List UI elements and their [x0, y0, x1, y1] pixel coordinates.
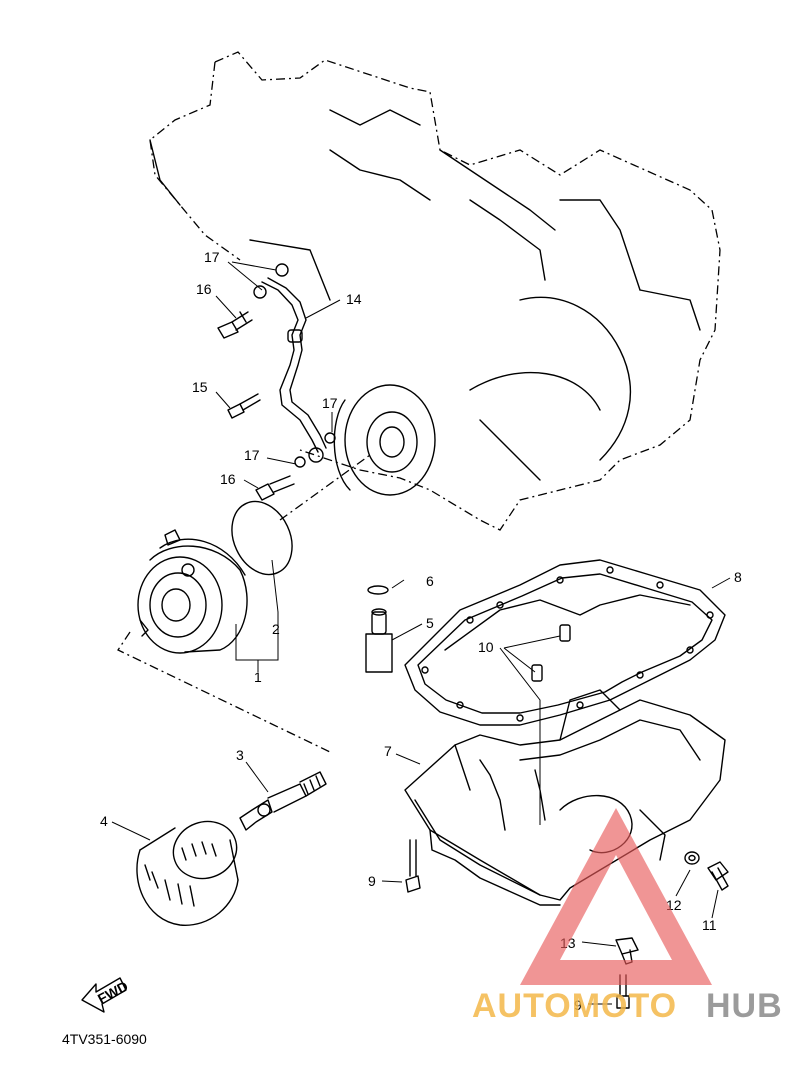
washer-12 [684, 851, 700, 865]
watermark-triangle-icon [520, 808, 712, 985]
oil-pipe-5 [365, 608, 393, 673]
oil-pan-gasket [404, 559, 726, 726]
callout-17-upper: 17 [204, 249, 220, 265]
callout-numbers: 1 2 3 4 5 6 7 8 9 9 10 11 12 13 14 15 16… [100, 249, 742, 1013]
callout-17-mid: 17 [322, 395, 338, 411]
watermark-logo: AUTOMOTO HUB [472, 808, 783, 1025]
callout-16-lower: 16 [220, 471, 236, 487]
o-ring [231, 500, 293, 576]
oil-cooler [137, 529, 248, 654]
stud-bolt [239, 771, 327, 831]
watermark-text-secondary: HUB [706, 987, 783, 1025]
callout-1: 1 [254, 669, 262, 685]
callout-11: 11 [702, 917, 717, 933]
callout-9-bottom: 9 [574, 997, 582, 1013]
part-code: 4TV351-6090 [62, 1031, 147, 1047]
callout-10: 10 [478, 639, 494, 655]
callout-16-upper: 16 [196, 281, 212, 297]
callout-17-lower: 17 [244, 447, 260, 463]
watermark-text-primary: AUTOMOTO [472, 987, 677, 1025]
callout-8: 8 [734, 569, 742, 585]
oil-pan [404, 689, 726, 906]
callout-leaders [111, 261, 731, 1005]
callout-3: 3 [236, 747, 244, 763]
callout-2: 2 [272, 621, 280, 637]
dash-line-cooler-to-filter [117, 631, 331, 753]
callout-6: 6 [426, 573, 434, 589]
oil-filter [136, 820, 239, 926]
oil-delivery-pipe [253, 263, 336, 468]
pan-bolt-left [405, 839, 421, 893]
callout-14: 14 [346, 291, 362, 307]
union-bolt-lower [255, 475, 295, 501]
bolt-15 [227, 393, 261, 419]
callout-4: 4 [100, 813, 108, 829]
callout-5: 5 [426, 615, 434, 631]
drain-bolt-11 [707, 861, 729, 891]
dash-line-cooler-to-block [279, 454, 371, 521]
oil-cooler-mount-boss [333, 384, 436, 496]
callout-9-left: 9 [368, 873, 376, 889]
callout-bracket-1-2 [235, 559, 279, 672]
o-ring-6 [367, 585, 389, 595]
fwd-arrow-icon: FWD [81, 977, 131, 1013]
callout-15: 15 [192, 379, 208, 395]
engine-block-outline [149, 51, 721, 531]
callout-7: 7 [384, 743, 392, 759]
dowel-pins [531, 624, 571, 682]
union-bolt-upper [217, 311, 253, 339]
